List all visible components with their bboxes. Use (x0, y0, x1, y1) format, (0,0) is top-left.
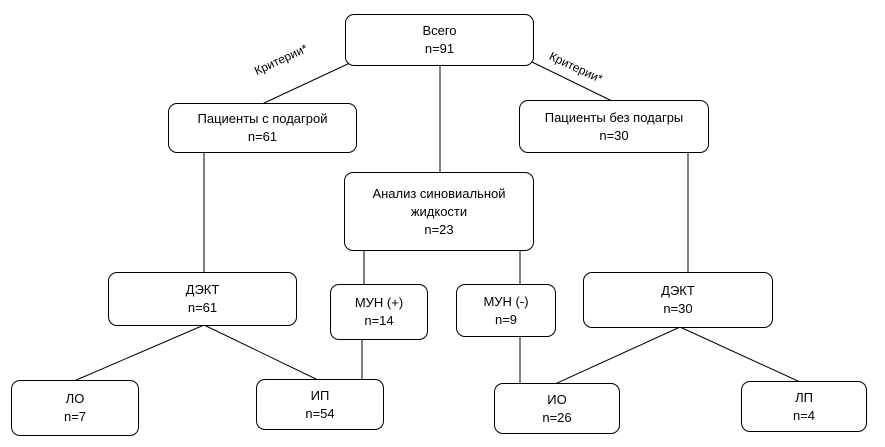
node-synovial: Анализ синовиальной жидкости n=23 (344, 172, 534, 251)
node-gout: Пациенты с подагрой n=61 (168, 103, 357, 153)
node-dect-right-count: n=30 (663, 301, 693, 316)
node-ip-count: n=54 (305, 405, 335, 421)
node-lp-title: ЛП (795, 389, 813, 405)
node-io-count: n=26 (542, 409, 572, 425)
node-dect-left-count: n=61 (187, 300, 218, 315)
node-total-title: Всего (422, 23, 457, 38)
edge-dectright-io (554, 326, 681, 385)
node-ip-title: ИП (310, 387, 330, 403)
edge-total-nogout (531, 61, 613, 102)
node-mun-pos-count: n=14 (364, 313, 394, 328)
node-mun-neg: МУН (-) n=9 (456, 284, 556, 337)
node-no-gout: Пациенты без подагры n=30 (519, 100, 709, 153)
edge-total-gout (261, 61, 353, 105)
edge-dectright-lp (679, 326, 801, 383)
node-mun-neg-count: n=9 (494, 311, 518, 327)
edge-dectleft-ip (203, 324, 319, 381)
node-no-gout-count: n=30 (599, 127, 629, 143)
node-io-title: ИО (547, 391, 567, 407)
node-lo-count: n=7 (63, 409, 87, 424)
node-lo-title: ЛО (65, 391, 85, 406)
node-lo: ЛО n=7 (11, 380, 139, 436)
node-no-gout-title: Пациенты без подагры (544, 109, 684, 125)
node-total: Всего n=91 (345, 14, 534, 66)
node-gout-count: n=61 (247, 129, 278, 144)
node-dect-left-title: ДЭКТ (185, 282, 220, 297)
node-synovial-count: n=23 (424, 221, 454, 237)
node-mun-pos-title: МУН (+) (354, 295, 404, 310)
node-synovial-title: Анализ синовиальной жидкости (372, 185, 506, 219)
node-mun-pos: МУН (+) n=14 (330, 284, 428, 340)
node-dect-left: ДЭКТ n=61 (108, 272, 297, 326)
node-dect-right-title: ДЭКТ (661, 283, 695, 298)
edge-dectleft-lo (73, 324, 205, 382)
node-lp-count: n=4 (792, 407, 816, 423)
node-dect-right: ДЭКТ n=30 (583, 272, 773, 328)
node-io: ИО n=26 (494, 383, 620, 434)
node-total-count: n=91 (424, 41, 455, 56)
node-mun-neg-title: МУН (-) (483, 293, 529, 309)
node-gout-title: Пациенты с подагрой (197, 111, 328, 126)
node-ip: ИП n=54 (256, 379, 384, 430)
node-lp: ЛП n=4 (741, 381, 867, 432)
